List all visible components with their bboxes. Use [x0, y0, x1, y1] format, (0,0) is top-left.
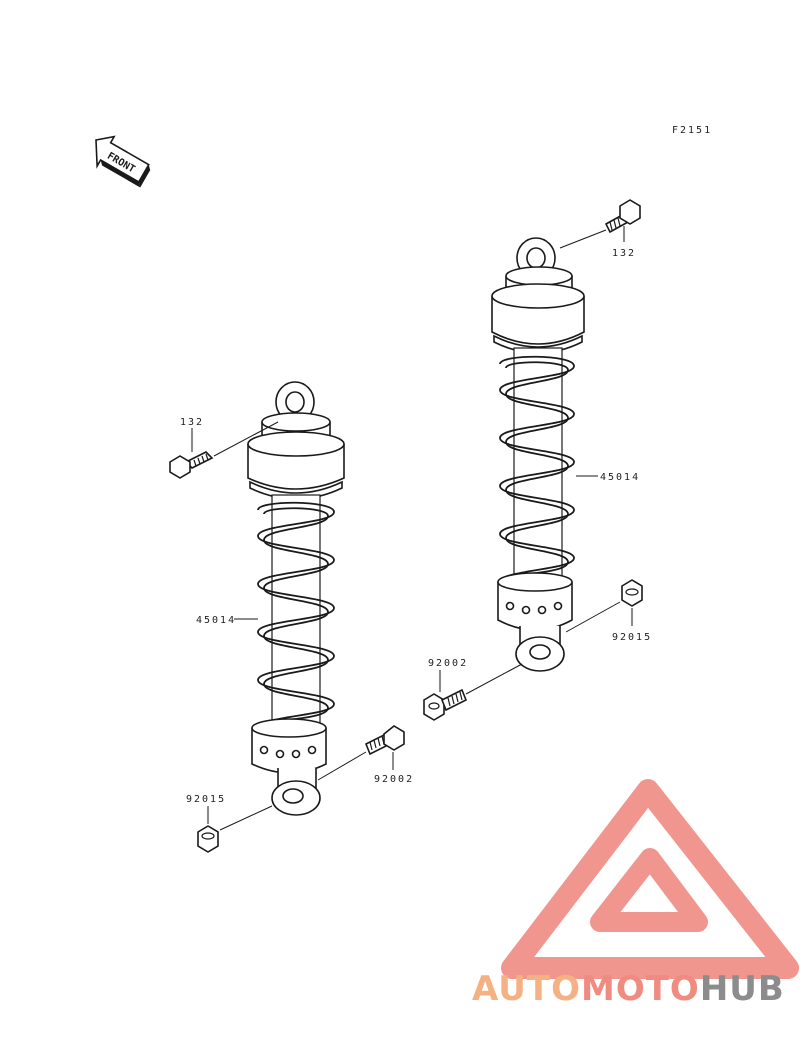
left-top-bolt [169, 421, 279, 479]
left-shock-absorber [247, 381, 345, 816]
right-nut [565, 579, 643, 633]
watermark-logo-icon [501, 779, 799, 979]
callout-left-top-bolt: 132 [180, 417, 204, 428]
callout-right-bottom-bolt: 92002 [428, 658, 468, 669]
watermark-part-hub: HUB [700, 969, 785, 1009]
callout-left-shock: 45014 [196, 615, 236, 626]
right-top-bolt [559, 199, 641, 249]
callout-left-bottom-bolt: 92002 [374, 774, 414, 785]
front-arrow-icon: FRONT [95, 135, 151, 188]
callout-right-shock: 45014 [600, 472, 640, 483]
watermark-part-moto: MOTO [581, 969, 700, 1009]
callout-right-top-bolt: 132 [612, 248, 636, 259]
watermark-text: AUTOMOTOHUB [472, 969, 785, 1009]
callout-left-nut: 92015 [186, 794, 226, 805]
right-bottom-bolt [423, 663, 523, 721]
right-shock-absorber [491, 237, 585, 672]
figure-code: F2151 [672, 125, 712, 136]
left-bottom-bolt [317, 725, 405, 781]
left-nut [197, 805, 273, 853]
watermark-part-auto: AUTO [472, 969, 581, 1009]
callout-right-nut: 92015 [612, 632, 652, 643]
